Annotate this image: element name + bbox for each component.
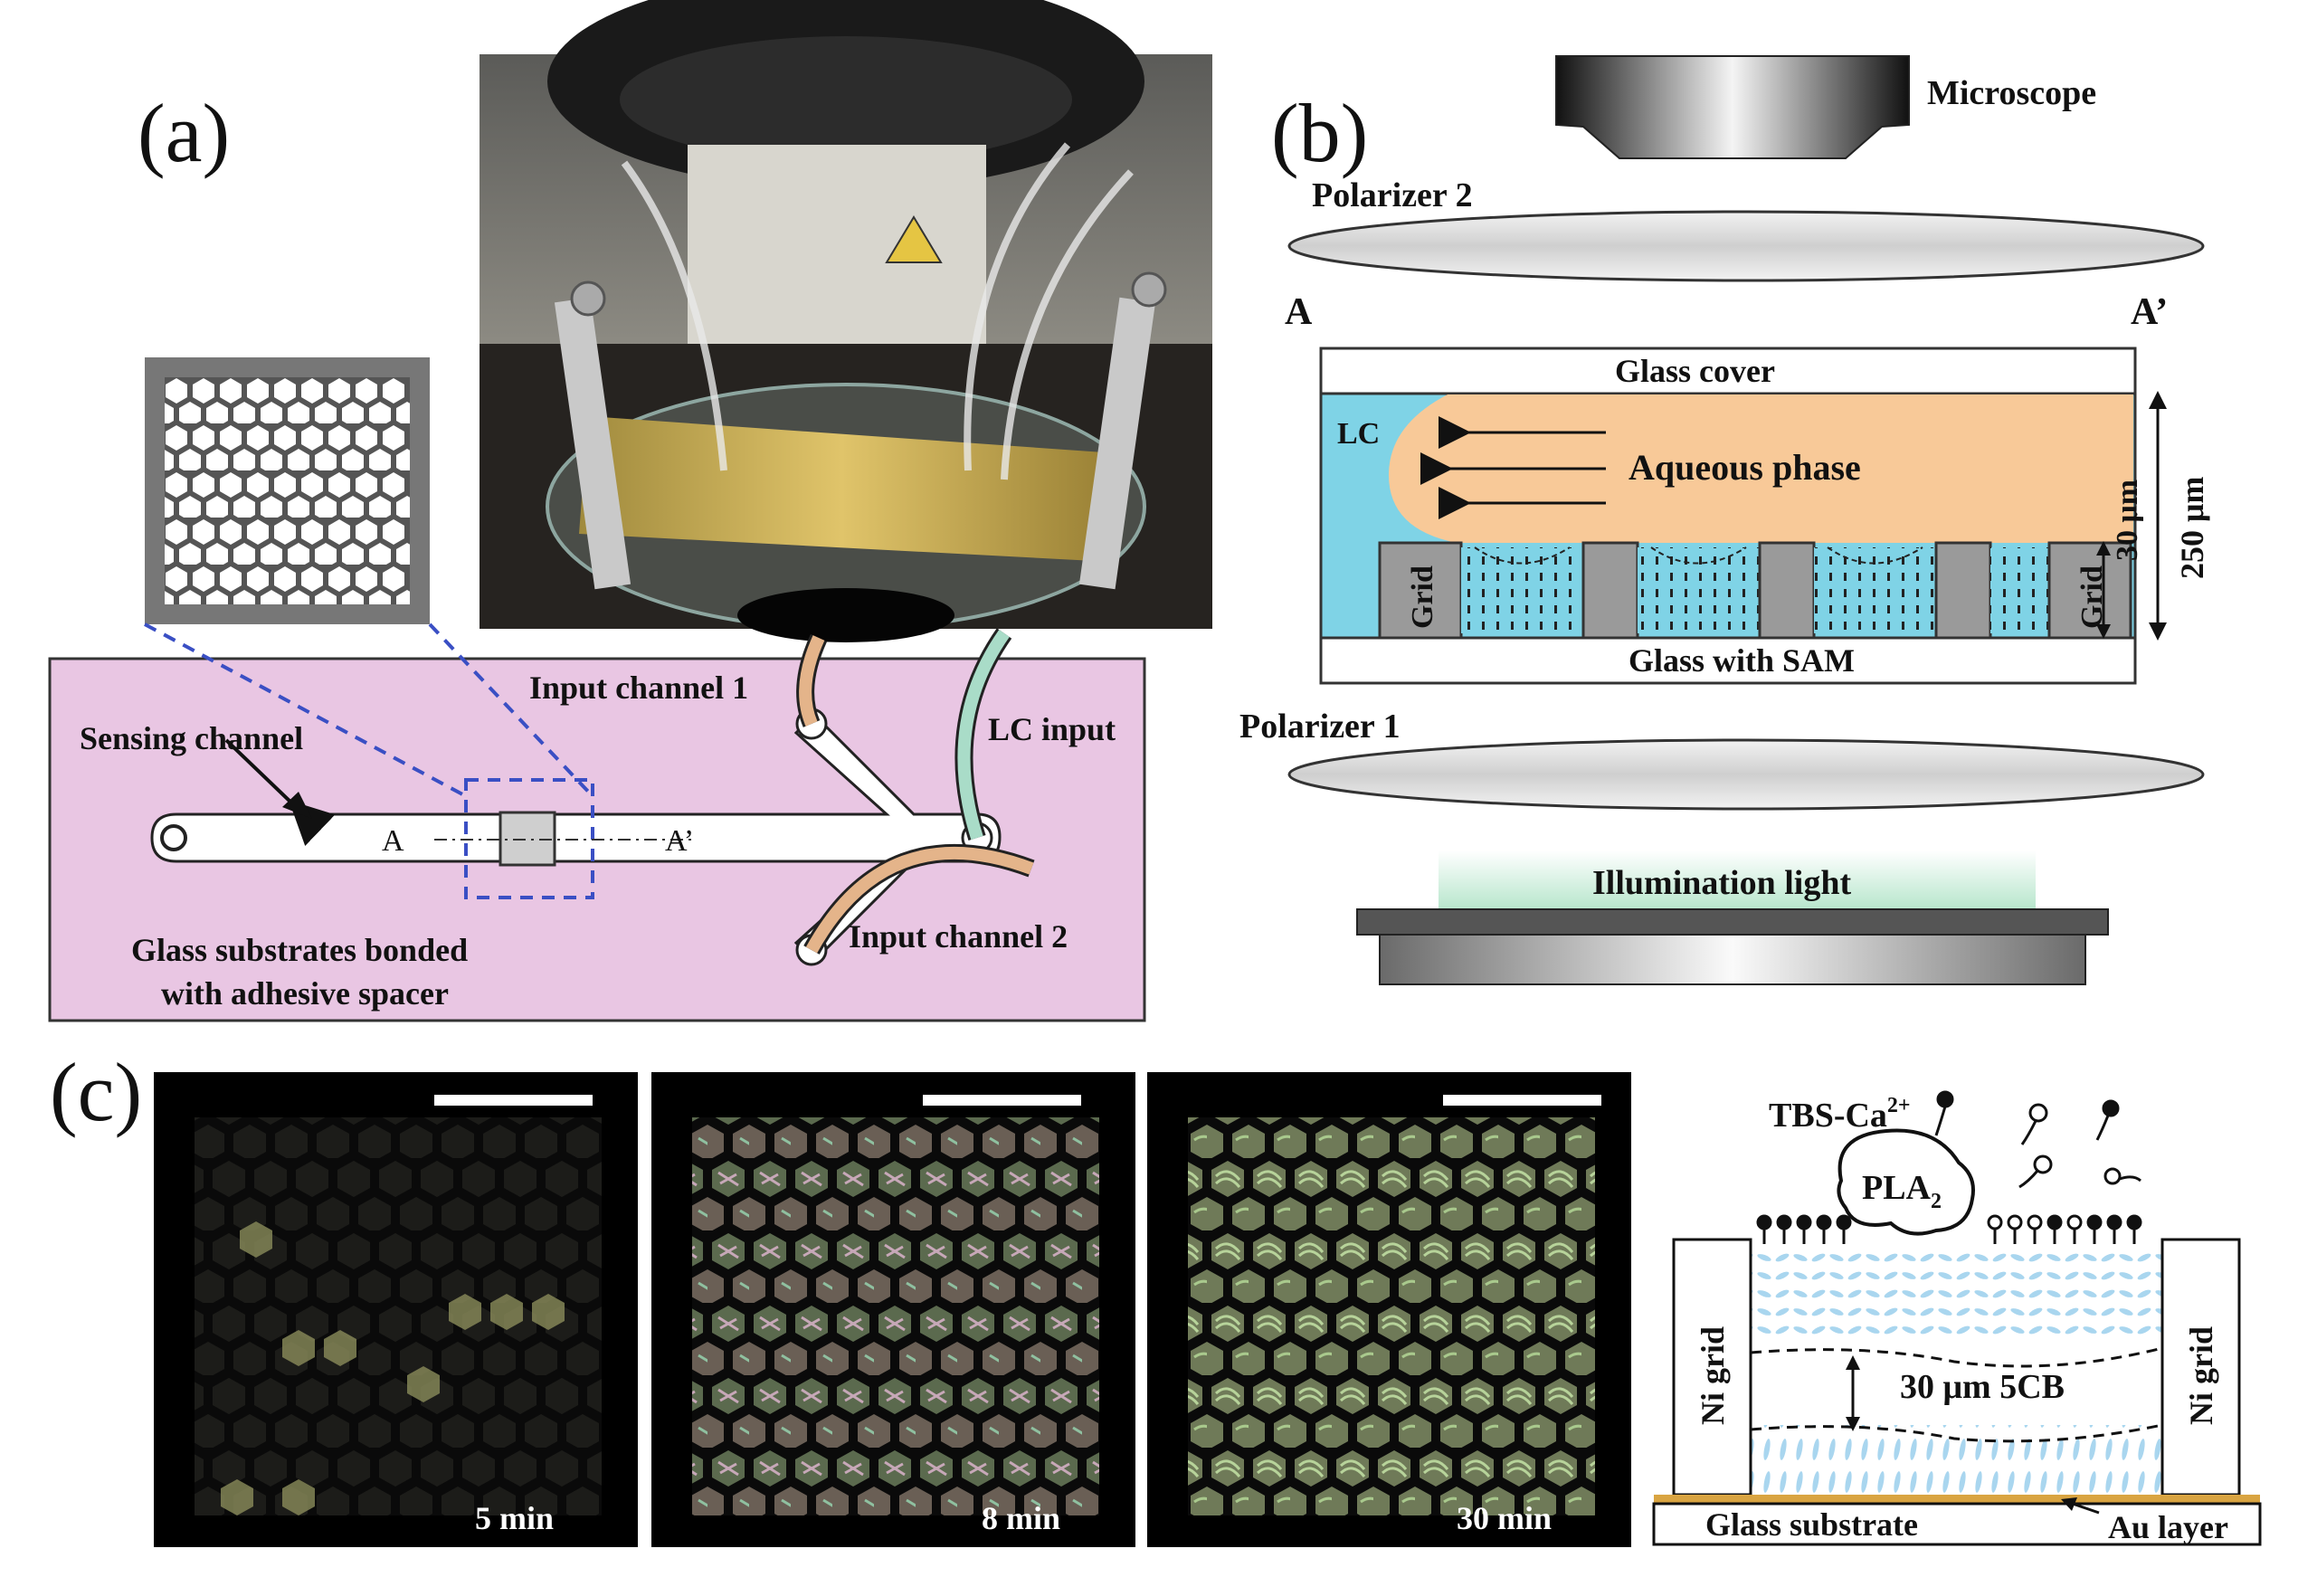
thickness-250-label: 250 μm: [2174, 477, 2210, 579]
tbs-label: TBS-Ca2+: [1769, 1094, 1911, 1135]
marker-a-prime-b: A’: [2131, 291, 2168, 333]
panel-a-label: (a): [138, 87, 230, 179]
input-channel-2-label: Input channel 2: [849, 918, 1068, 955]
pla2-label: PLA2: [1862, 1169, 1942, 1213]
lc-well: [1461, 547, 1583, 633]
glass-slide: [579, 416, 1104, 561]
aqueous-phase-label: Aqueous phase: [1629, 447, 1861, 488]
illumination-label: Illumination light: [1592, 864, 1851, 902]
panel-c-label: (c): [50, 1046, 142, 1138]
panel-b: (b) Microscope Polarizer 2 A A’ Glass co…: [1239, 55, 2210, 985]
free-lipids: [1934, 1090, 2141, 1189]
light-source-top: [1356, 908, 2109, 936]
pla2-enzyme: [1837, 1128, 1975, 1236]
microscope-label: Microscope: [1927, 74, 2096, 112]
input-channel-1-label: Input channel 1: [529, 670, 748, 706]
micrograph-5min: 5 min: [154, 1072, 638, 1547]
lc-well: [1814, 547, 1936, 633]
glass-substrate-label: Glass substrate: [1705, 1506, 1918, 1543]
clamp-left: [554, 297, 631, 590]
lipid-monolayer: [1756, 1214, 2142, 1244]
grid-pillar: [1934, 541, 1992, 640]
marker-a-prime: A’: [665, 824, 694, 858]
ni-grid-left: [1672, 1238, 1752, 1496]
clamp-right: [1078, 297, 1156, 590]
polarizer-2-label: Polarizer 2: [1312, 176, 1473, 214]
tube-lc-input: [957, 629, 1010, 841]
lc-label: LC: [1337, 417, 1380, 451]
polarizer-1: [1287, 738, 2205, 811]
scale-bar: [923, 1095, 1081, 1106]
panel-c: (c) 5 min 8 min: [50, 1046, 2262, 1547]
time-label-3: 30 min: [1457, 1500, 1552, 1536]
scale-bar: [434, 1095, 593, 1106]
ni-grid-right: [2160, 1238, 2241, 1496]
substrate-label-1: Glass substrates bonded: [131, 932, 468, 968]
enzyme-schematic: TBS-Ca2+ PLA2: [1652, 1090, 2262, 1546]
glass-cover: [1319, 347, 2137, 395]
ni-grid-label-right: Ni grid: [2183, 1326, 2219, 1425]
polarizer-2: [1287, 210, 2205, 282]
panel-b-label: (b): [1271, 87, 1368, 179]
thickness-30-label: 30 μm: [2111, 480, 2144, 561]
grid-row: [1378, 541, 2132, 640]
glass-substrate: [1652, 1502, 2262, 1546]
grid-pillar: [1378, 541, 1463, 640]
glass-cover-label: Glass cover: [1615, 353, 1775, 389]
tube-input-1: [799, 635, 825, 727]
panel-a: (a): [48, 0, 1212, 1022]
au-layer-label: Au layer: [2108, 1509, 2228, 1545]
sensing-channel-label: Sensing channel: [80, 720, 303, 756]
grid-pillar: [1581, 541, 1639, 640]
thickness-5cb-label: 30 μm 5CB: [1900, 1368, 2065, 1406]
grid-pillar: [1758, 541, 1816, 640]
setup-photo: [480, 0, 1212, 642]
time-label-2: 8 min: [982, 1500, 1060, 1536]
light-source-base: [1379, 934, 2086, 985]
micrograph-8min: 8 min: [651, 1072, 1135, 1547]
ni-grid-label-left: Ni grid: [1695, 1326, 1731, 1425]
lc-tilted-region: [1751, 1244, 2162, 1344]
microscope-icon: [1555, 55, 1910, 159]
tube-input-2: [805, 846, 1034, 954]
glass-with-sam-label: Glass with SAM: [1629, 642, 1855, 679]
lc-input-label: LC input: [988, 711, 1116, 747]
lc-well: [1638, 547, 1760, 633]
scale-bar: [1443, 1095, 1601, 1106]
glass-with-sam: [1319, 636, 2137, 685]
micrograph-30min: 30 min: [1147, 1072, 1631, 1547]
lc-well: [1990, 547, 2049, 633]
time-label-1: 5 min: [475, 1500, 554, 1536]
grid-label-left: Grid: [1406, 565, 1439, 629]
marker-a-b: A: [1285, 291, 1313, 333]
au-layer: [1654, 1495, 2260, 1504]
illumination-light: [1439, 850, 2036, 909]
outlet-port: [160, 824, 187, 851]
marker-a: A: [382, 824, 404, 858]
warning-icon: [885, 215, 943, 263]
substrate-label-2: with adhesive spacer: [161, 975, 449, 1012]
polarizer-1-label: Polarizer 1: [1239, 708, 1401, 746]
hex-grid-inset: [145, 357, 430, 624]
